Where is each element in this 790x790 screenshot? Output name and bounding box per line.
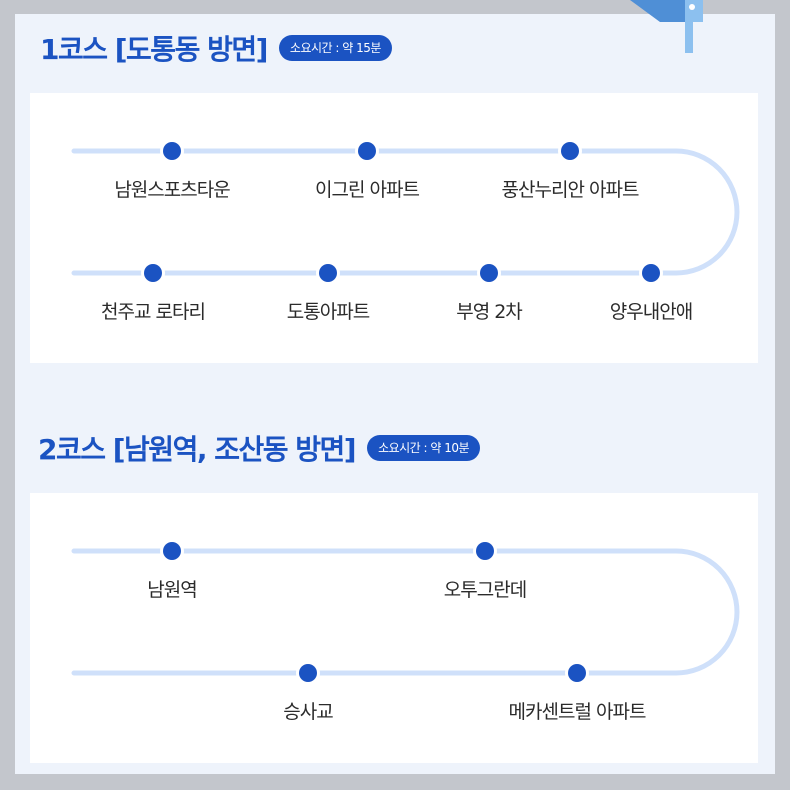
course2-stop-dot-1 (160, 539, 184, 563)
course2-title: 2코스 [남원역, 조산동 방면] (38, 433, 357, 466)
corner-ribbon-decoration (630, 0, 703, 53)
course1-stop-dot-3 (558, 139, 582, 163)
course2-stop-dot-3 (565, 661, 589, 685)
course2-route-line (71, 548, 740, 676)
course1-stop-dot-1 (160, 139, 184, 163)
course1-stop-label: 양우내안애 (609, 301, 693, 323)
course1-stop-label: 부영 2차 (456, 301, 523, 323)
course2-header: 2코스 [남원역, 조산동 방면] 소요시간 : 약 10분 (38, 428, 481, 468)
course1-title: 1코스 [도통동 방면] (40, 33, 268, 66)
course1-route-line (71, 148, 740, 276)
course1-duration-badge: 소요시간 : 약 15분 (278, 35, 392, 61)
course1-stop-label: 이그린 아파트 (315, 179, 420, 201)
course1-header: 1코스 [도통동 방면] 소요시간 : 약 15분 (40, 28, 392, 68)
course1-stop-dot-5 (477, 261, 501, 285)
course1-stop-label: 풍산누리안 아파트 (501, 179, 640, 201)
course1-stop-label: 남원스포츠타운 (114, 179, 230, 201)
course2-stop-label: 승사교 (283, 701, 333, 723)
course2-stop-label: 남원역 (147, 579, 197, 601)
course2-stop-label: 오투그란데 (443, 579, 527, 601)
course2-stop-dot-2 (473, 539, 497, 563)
course1-stop-label: 천주교 로타리 (101, 301, 206, 323)
course2-route-card: 남원역 오투그란데 메카센트럴 아파트 승사교 (30, 493, 758, 763)
course1-route-card: 남원스포츠타운 이그린 아파트 풍산누리안 아파트 양우내안애 부영 2차 도통… (30, 93, 758, 363)
course2-stop-dot-4 (296, 661, 320, 685)
course2-route-map (71, 539, 740, 685)
course2-duration-badge: 소요시간 : 약 10분 (367, 435, 481, 461)
course1-stop-dot-4 (639, 261, 663, 285)
course1-stop-dot-7 (141, 261, 165, 285)
course1-stop-label: 도통아파트 (286, 301, 370, 323)
course1-stop-dot-2 (355, 139, 379, 163)
course1-stop-dot-6 (316, 261, 340, 285)
course1-route-map (71, 139, 740, 285)
course2-stop-label: 메카센트럴 아파트 (508, 701, 647, 723)
